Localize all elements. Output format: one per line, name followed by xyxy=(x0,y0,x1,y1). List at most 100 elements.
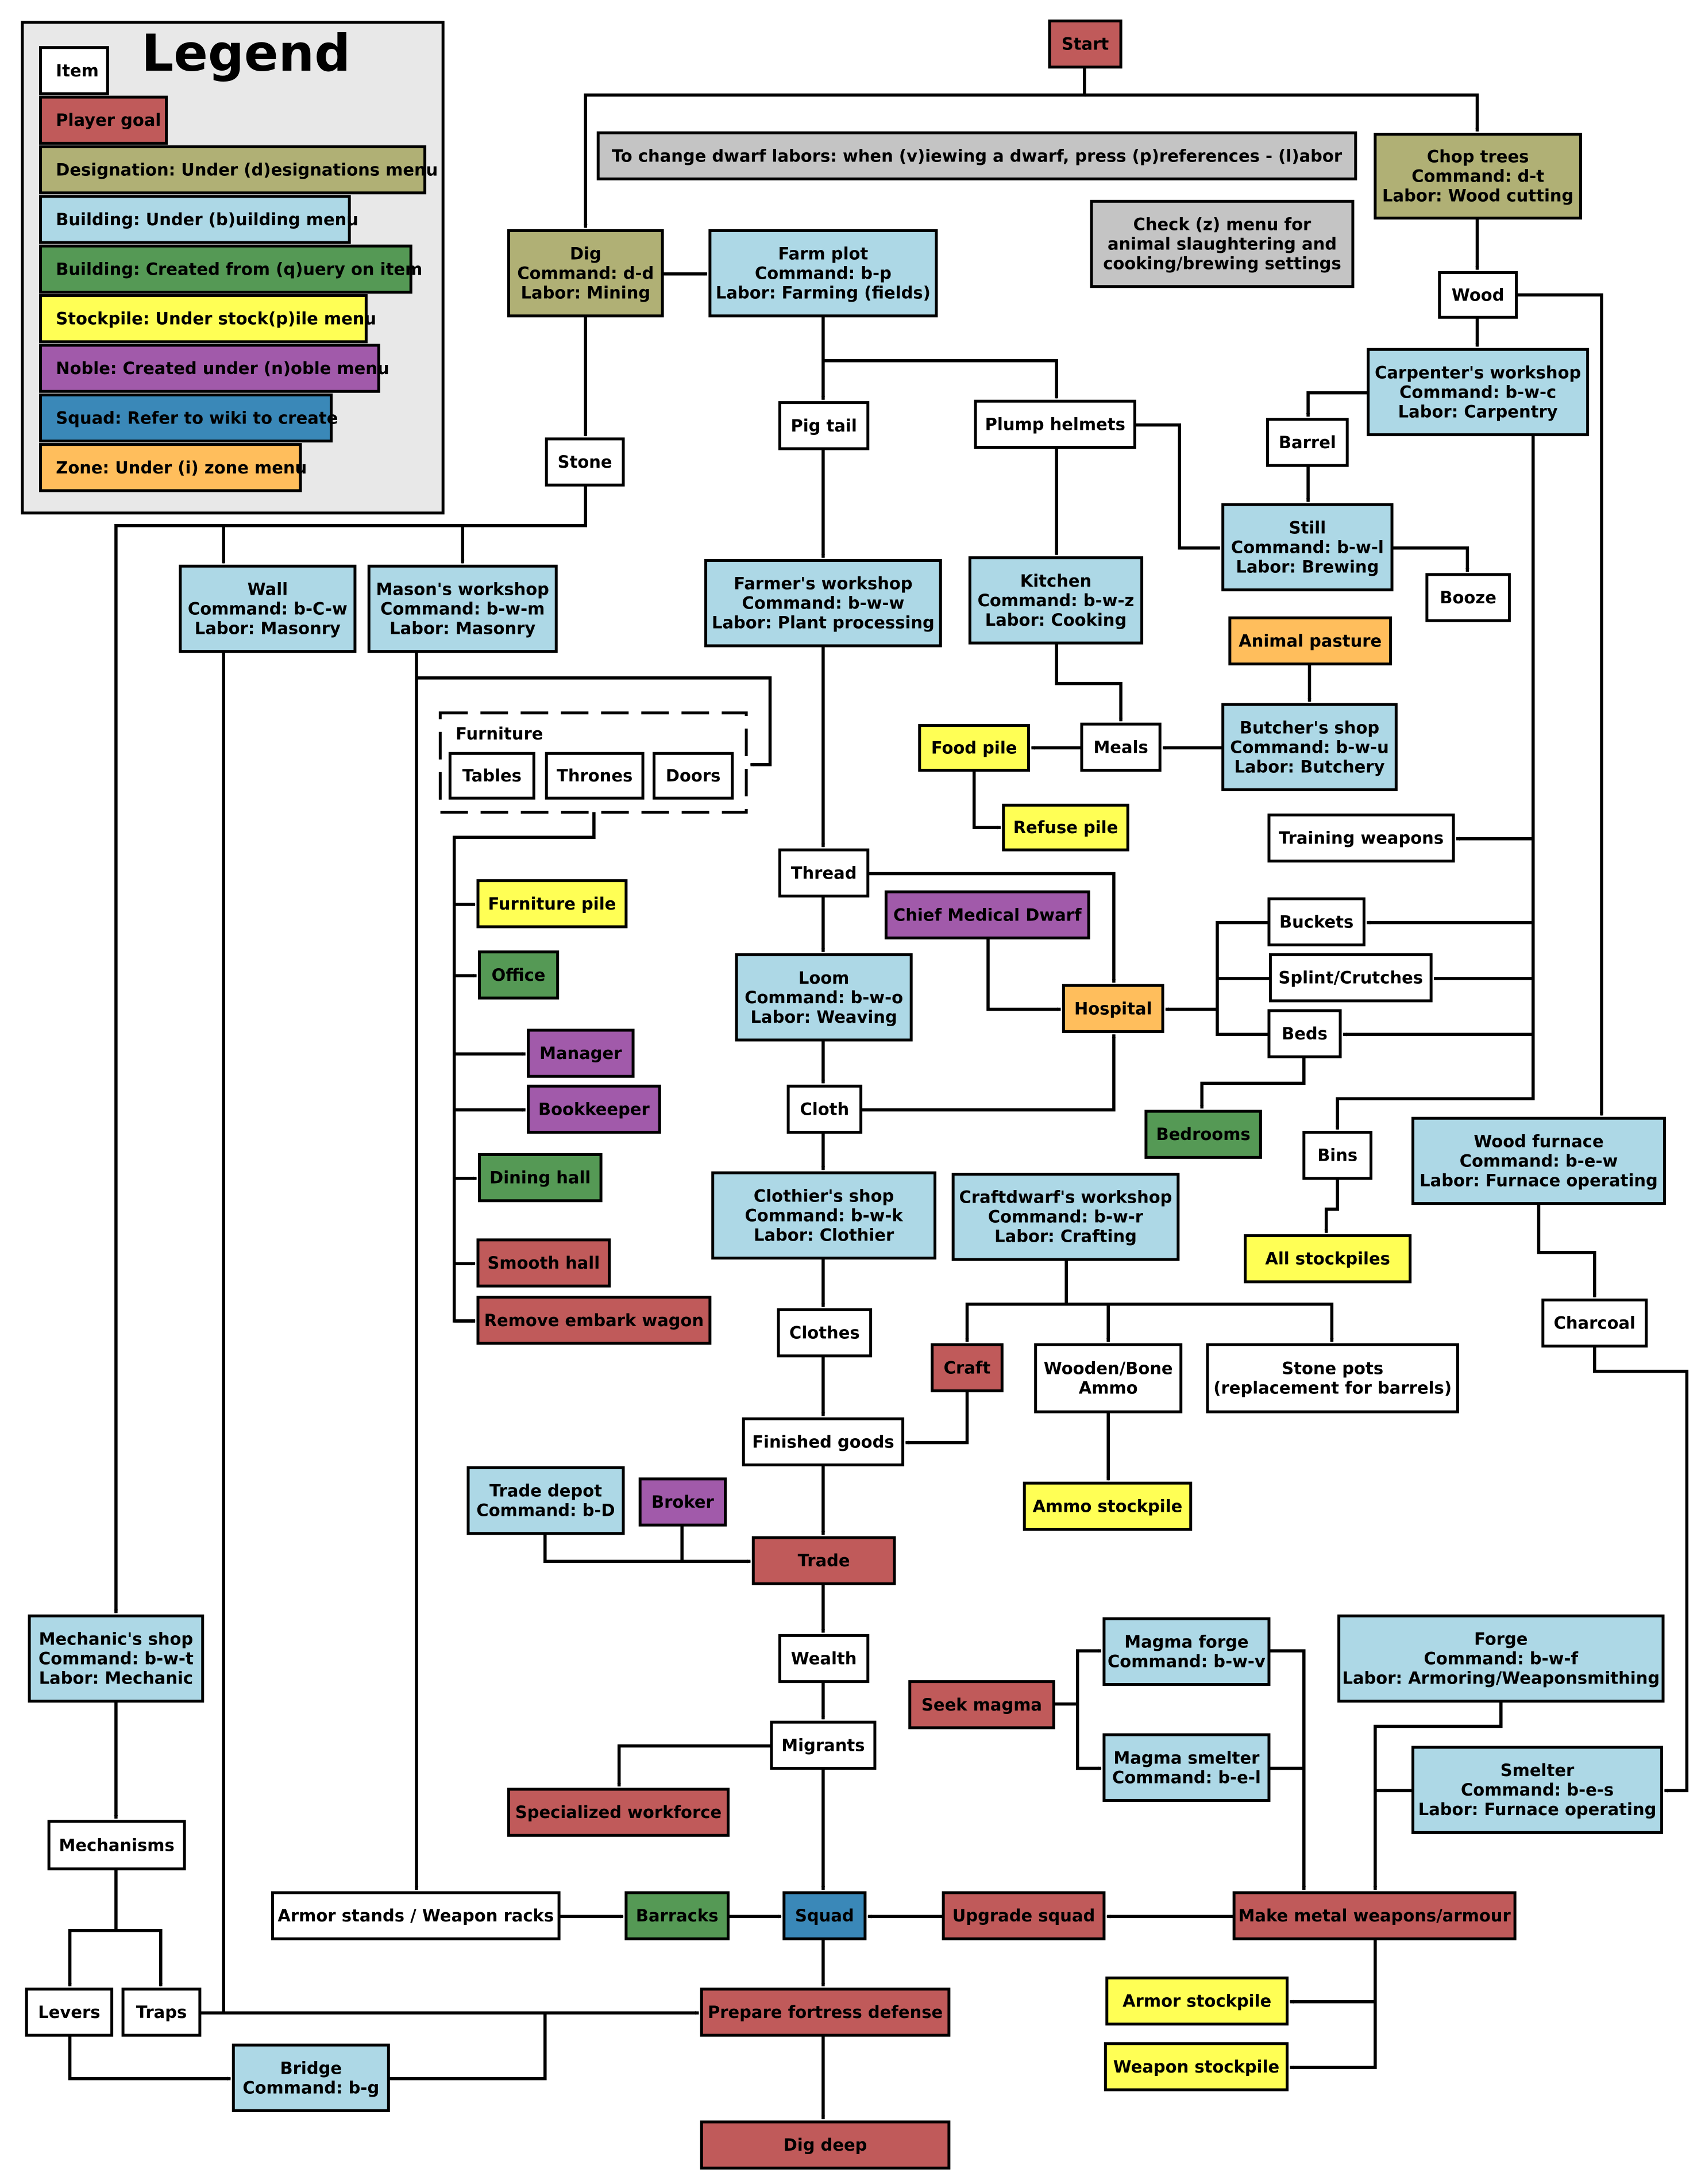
node-meals-box xyxy=(1080,722,1162,772)
legend-label-noble: Noble: Created under (n)oble menu xyxy=(56,359,389,378)
node-bridge-box xyxy=(232,2043,390,2113)
node-splint: Splint/Crutches xyxy=(1268,953,1433,1003)
legend-swatch-squad xyxy=(39,393,333,443)
connector-87 xyxy=(388,2013,547,2081)
node-kitchen-box xyxy=(968,556,1144,645)
node-bridge-line-2: Command: b-g xyxy=(242,2078,379,2097)
node-depot-line-2: Command: b-D xyxy=(476,1501,615,1520)
node-traps-line-1: Traps xyxy=(136,2002,187,2022)
node-doors-line-1: Doors xyxy=(666,766,720,785)
node-smelter-line-2: Command: b-e-s xyxy=(1461,1780,1614,1800)
node-seekmagma-line-1: Seek magma xyxy=(921,1695,1042,1715)
node-prepare-box xyxy=(700,1987,951,2037)
node-wealth: Wealth xyxy=(778,1634,870,1684)
node-stonepots: Stone pots(replacement for barrels) xyxy=(1206,1343,1459,1413)
node-prepare-line-1: Prepare fortress defense xyxy=(708,2002,943,2022)
legend-item-query: Building: Created from (q)uery on item xyxy=(39,244,422,294)
connector-10 xyxy=(1306,391,1368,417)
node-ammo-line-1: Wooden/Bone xyxy=(1044,1359,1173,1378)
node-dig-line-3: Labor: Mining xyxy=(521,283,651,303)
node-chop-line-1: Chop trees xyxy=(1427,147,1529,167)
node-craft-line-1: Craft xyxy=(944,1358,991,1377)
node-allstock-line-1: All stockpiles xyxy=(1265,1249,1390,1269)
node-manager: Manager xyxy=(527,1029,635,1078)
node-dig-line-1: Dig xyxy=(570,244,601,264)
node-bedrooms-box xyxy=(1144,1110,1262,1159)
node-farmer-box xyxy=(704,559,942,648)
node-clothes-box xyxy=(777,1308,873,1358)
node-bridge-line-1: Bridge xyxy=(280,2058,342,2078)
node-magsmelt-line-2: Command: b-e-l xyxy=(1112,1767,1261,1787)
node-furnpile-box xyxy=(476,879,628,929)
connector-1 xyxy=(584,67,1086,229)
node-bookkeeper-line-1: Bookkeeper xyxy=(538,1099,650,1119)
node-furnpile: Furniture pile xyxy=(476,879,628,929)
node-training: Training weapons xyxy=(1267,813,1455,863)
node-smooth: Smooth hall xyxy=(476,1238,611,1288)
node-farmer-line-1: Farmer's workshop xyxy=(734,574,912,594)
legend-label-item: Item xyxy=(56,61,99,80)
node-thread: Thread xyxy=(778,848,870,898)
connector-9 xyxy=(823,359,1059,399)
node-armorstands-line-1: Armor stands / Weapon racks xyxy=(277,1906,554,1925)
legend-item-designation: Designation: Under (d)esignations menu xyxy=(39,145,438,195)
node-thrones-box xyxy=(545,752,645,800)
node-bookkeeper-box xyxy=(527,1084,661,1134)
node-stonepots-line-1: Stone pots xyxy=(1282,1359,1383,1378)
node-manager-box xyxy=(527,1029,635,1078)
node-loom-line-2: Command: b-w-o xyxy=(745,988,903,1007)
legend-item-building: Building: Under (b)uilding menu xyxy=(39,195,358,244)
node-check-line-2: animal slaughtering and xyxy=(1108,234,1337,254)
legend-item-goal: Player goal xyxy=(39,95,168,145)
node-levers-box xyxy=(25,1987,114,2037)
node-training-box xyxy=(1267,813,1455,863)
node-removewagon-box xyxy=(476,1296,712,1345)
node-makemetal-box xyxy=(1232,1891,1517,1940)
node-prepare: Prepare fortress defense xyxy=(700,1987,951,2037)
node-butcher-line-1: Butcher's shop xyxy=(1240,718,1379,737)
node-wood: Wood xyxy=(1438,271,1518,319)
node-smelter-box xyxy=(1411,1746,1664,1834)
node-mason-line-2: Command: b-w-m xyxy=(380,599,545,618)
node-check-box xyxy=(1090,199,1355,288)
node-bins: Bins xyxy=(1302,1131,1373,1180)
node-levers-line-1: Levers xyxy=(38,2002,100,2022)
node-mason-box xyxy=(367,564,558,653)
node-cloth-line-1: Cloth xyxy=(800,1099,850,1119)
node-squad-box xyxy=(782,1891,867,1940)
legend-label-designation: Designation: Under (d)esignations menu xyxy=(56,160,438,180)
node-doors-box xyxy=(653,752,734,800)
node-butcher-box xyxy=(1221,703,1398,792)
legend-swatch-zone xyxy=(39,443,302,492)
connector-layer xyxy=(68,67,1689,2120)
node-cmd-line-1: Chief Medical Dwarf xyxy=(893,905,1082,925)
node-butcher-line-3: Labor: Butchery xyxy=(1234,757,1384,776)
node-foodpile-box xyxy=(918,724,1031,772)
node-makemetal: Make metal weapons/armour xyxy=(1232,1891,1517,1940)
node-woodfurn-line-3: Labor: Furnace operating xyxy=(1419,1170,1658,1190)
node-weaponstock: Weapon stockpile xyxy=(1104,2042,1289,2091)
node-tables-box xyxy=(448,752,535,800)
node-finished: Finished goods xyxy=(742,1417,905,1467)
legend-item-squad: Squad: Refer to wiki to create xyxy=(39,393,338,443)
node-craftdwarf-line-3: Labor: Crafting xyxy=(994,1227,1137,1246)
connector-44 xyxy=(1335,434,1535,1130)
node-forge-line-3: Labor: Armoring/Weaponsmithing xyxy=(1342,1669,1660,1688)
node-tables: Tables xyxy=(448,752,535,800)
node-clothes: Clothes xyxy=(777,1308,873,1358)
node-booze: Booze xyxy=(1425,573,1511,622)
legend-label-zone: Zone: Under (i) zone menu xyxy=(56,458,307,477)
node-ammostock: Ammo stockpile xyxy=(1023,1481,1193,1531)
connector-53 xyxy=(1324,1178,1339,1234)
node-loom-line-3: Labor: Weaving xyxy=(751,1007,897,1027)
node-carp-line-3: Labor: Carpentry xyxy=(1398,402,1558,421)
node-splint-line-1: Splint/Crutches xyxy=(1279,968,1423,988)
node-forge-box xyxy=(1337,1614,1665,1703)
node-cmd-box xyxy=(884,890,1090,939)
connector-7 xyxy=(1516,293,1604,1116)
node-specialized-box xyxy=(507,1788,730,1837)
